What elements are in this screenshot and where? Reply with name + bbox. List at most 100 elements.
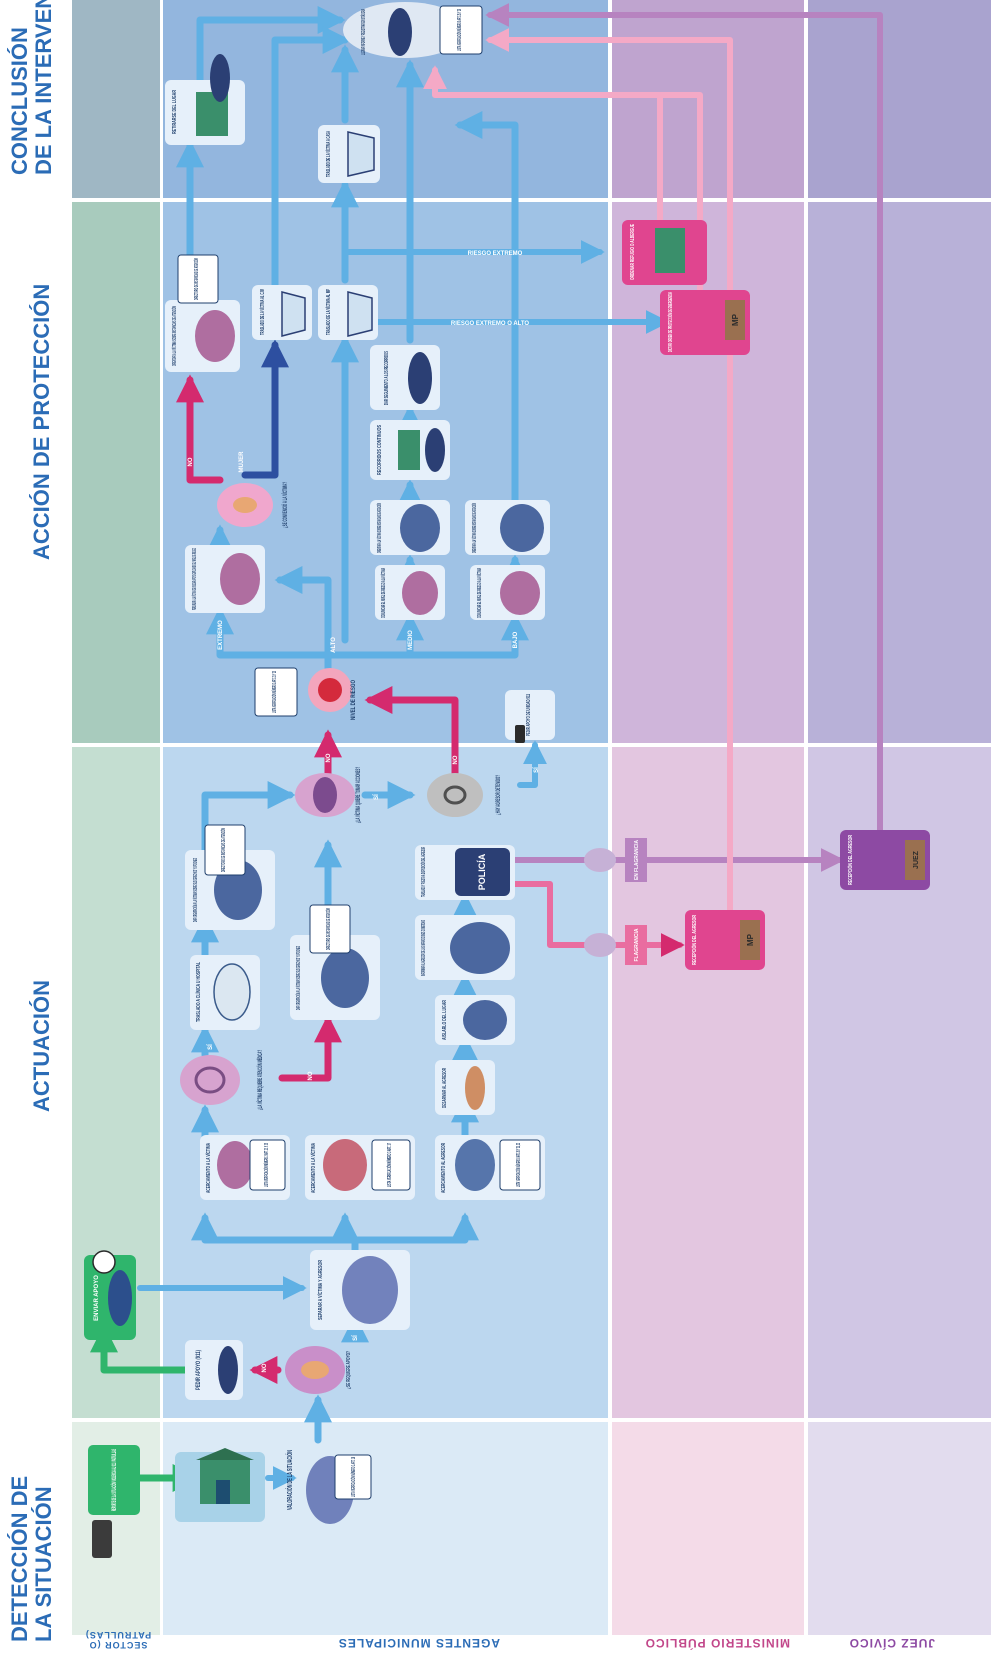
node-hay-riesgo-text: ¿SE REQUIERE APOYO? bbox=[346, 1351, 352, 1389]
node-persuadir-text: PERSUADIR A LA VÍCTIMA DE BUSCAR APOYO E… bbox=[190, 548, 198, 610]
node-directorio2-text: DIRECTORIO DE INSTANCIAS DE ATENCIÓN bbox=[324, 908, 332, 950]
node-recepcion-mp-text: RECEPCIÓN DEL AGRESOR bbox=[690, 915, 698, 965]
desk-icon bbox=[725, 300, 745, 340]
node-ordenar-refugio-text: ORDENAR REFUGIO O ALBERGUE bbox=[630, 224, 636, 280]
label-riesgo-extremo: RIESGO EXTREMO bbox=[468, 251, 523, 257]
node-aislarlo-text: AISLARLO DEL LUGAR bbox=[442, 1000, 448, 1040]
car-icon bbox=[347, 291, 373, 337]
label-no-apoyo: NO bbox=[262, 1363, 268, 1372]
node-quiere-acciones: ¿LA VÍCTIMA QUIERE TOMAR ACCIONES? SÍ NO bbox=[295, 753, 380, 823]
arrow-bajo-up bbox=[454, 111, 519, 504]
node-comunicar-medio: COMUNICAR EL NIVEL DE RIESGO A LA VÍCTIM… bbox=[375, 565, 445, 620]
mp-sign-1: MP bbox=[746, 933, 755, 946]
node-orientacion2: DAR ORIENTACIÓN A LA VÍCTIMA SOBRE SUS D… bbox=[290, 904, 380, 1020]
people-icon bbox=[455, 1139, 495, 1191]
node-informe: LLENAR INFORME Y REGISTRAR EN BITÁCORA L… bbox=[343, 2, 483, 58]
label-flagrancia2: FLAGRANCIA bbox=[634, 928, 640, 961]
knife-icon bbox=[465, 1066, 485, 1110]
node-casa bbox=[175, 1448, 265, 1522]
police-car-icon bbox=[455, 848, 510, 896]
node-desarmar-text: DESARMAR AL AGRESOR bbox=[442, 1068, 448, 1108]
node-traslado-agresor: TRASLADO Y PUESTA A DISPOSICIÓN DEL AGRE… bbox=[415, 845, 515, 900]
node-traslado-hospital: TRASLADO A CLÍNICA U HOSPITAL bbox=[190, 955, 260, 1030]
node-traslado-mp: TRASLADO DE LA VÍCTIMA AL MP bbox=[318, 285, 378, 340]
arrow-return-orden bbox=[423, 65, 703, 293]
node-traslado-casa-text: TRASLADO DE LA VÍCTIMA A CASA bbox=[324, 131, 332, 177]
node-lista1-text: LISTA VERIFICACIÓN NÚMERO 1 ART. 18 bbox=[349, 1457, 357, 1497]
lane-ministerio-text: MINISTERIO PÚBLICO bbox=[644, 1636, 790, 1650]
people-icon bbox=[321, 948, 369, 1008]
node-orientar-bajo: ORIENTAR A LA VÍCTIMA SOBRE INSTANCIAS D… bbox=[465, 500, 550, 555]
lane-label-agentes: AGENTES MUNICIPALES bbox=[338, 1636, 500, 1650]
node-persuadir: PERSUADIR A LA VÍCTIMA DE BUSCAR APOYO E… bbox=[185, 545, 265, 613]
arrow-conv-si bbox=[241, 339, 289, 479]
phase-title-accion-line1: ACCIÓN DE PROTECCIÓN bbox=[29, 283, 54, 560]
node-traslado-hospital-text: TRASLADO A CLÍNICA U HOSPITAL bbox=[194, 962, 202, 1022]
node-traslado-casa: TRASLADO DE LA VÍCTIMA A CASA bbox=[318, 125, 380, 183]
node-comunicar-medio-text: COMUNICAR EL NIVEL DE RIESGO A LA VÍCTIM… bbox=[379, 568, 387, 618]
node-orden-proteccion-text: DICTAR ORDEN DE PROTECCIÓN DE EMERGENCIA bbox=[666, 292, 674, 352]
phase-title-deteccion-line2: LA SITUACIÓN bbox=[31, 1486, 56, 1642]
node-ordenar-refugio: ORDENAR REFUGIO O ALBERGUE bbox=[622, 220, 707, 285]
node-recepcion-juez: RECEPCIÓN DEL AGRESOR JUEZ bbox=[840, 830, 930, 890]
people-icon bbox=[342, 1256, 398, 1324]
label-no-detenido: NO bbox=[453, 755, 459, 764]
phase-title-conclusion-line2: DE LA INTERVENCIÓN bbox=[31, 0, 56, 175]
arrow-return-mp bbox=[485, 27, 733, 923]
node-acercamiento1-text: ACERCAMIENTO A LA VÍCTIMA bbox=[204, 1143, 212, 1193]
node-agresor-detenido: ¿HAY AGRESOR DETENIDO? NO SÍ bbox=[427, 755, 540, 817]
node-pedir-apoyo: PEDIR APOYO (911) bbox=[185, 1340, 243, 1400]
node-comunicar-bajo: COMUNICAR EL NIVEL DE RIESGO A LA VÍCTIM… bbox=[470, 565, 545, 620]
node-valoracion: VALORACIÓN DE LA SITUACIÓN LISTA VERIFIC… bbox=[285, 1450, 372, 1524]
node-pedir-apoyo-text: PEDIR APOYO (911) bbox=[196, 1350, 202, 1390]
node-orientar-medio: ORIENTAR A LA VÍCTIMA SOBRE INSTANCIAS D… bbox=[370, 500, 450, 555]
node-enviar-apoyo-text: ENVIAR APOYO bbox=[94, 1275, 100, 1321]
node-directorio1-text: DIRECTORIO DE INSTANCIAS DE ATENCIÓN bbox=[219, 828, 227, 872]
clock-icon bbox=[92, 1250, 116, 1274]
node-orientar-medio-text: ORIENTAR A LA VÍCTIMA SOBRE INSTANCIAS D… bbox=[375, 503, 383, 553]
node-separar-text: SEPARAR A VÍCTIMA Y AGRESOR bbox=[316, 1260, 324, 1320]
label-si-medica: SÍ bbox=[206, 1044, 214, 1050]
node-lista3-text: LISTA VERIFICACIÓN NÚMERO 3 ART. 17 bbox=[385, 1143, 393, 1187]
flow-arrows bbox=[90, 2, 883, 1492]
node-decision-apoyo: ¿SE REQUIERE APOYO? SÍ NO bbox=[262, 1335, 359, 1394]
officer-icon bbox=[425, 428, 445, 472]
label-flagrancia1: EN FLAGRANCIA bbox=[634, 840, 640, 880]
handcuff-icon bbox=[443, 785, 467, 805]
node-requiere-medica: ¿LA VÍCTIMA REQUIERE ATENCIÓN MÉDICA? SÍ… bbox=[180, 1044, 314, 1110]
lane-label-ministerio: MINISTERIO PÚBLICO bbox=[645, 1636, 790, 1650]
arrow-retirar-informe bbox=[196, 6, 346, 84]
hand-icon bbox=[233, 497, 257, 513]
arrow-pedir-to-enviar bbox=[90, 1324, 192, 1374]
node-orden-proteccion: DICTAR ORDEN DE PROTECCIÓN DE EMERGENCIA… bbox=[660, 290, 750, 355]
node-aislarlo: AISLARLO DEL LUGAR bbox=[435, 995, 515, 1045]
lane-label-juez: JUEZ CÍVICO bbox=[849, 1636, 935, 1650]
police-label: POLICÍA bbox=[477, 853, 487, 890]
node-pedir-apoyo-911-text: PEDIR APOYO DE UNIDAD 911 bbox=[526, 694, 532, 736]
node-directorio3-text: DIRECTORIO DE INSTANCIAS DE ATENCIÓN bbox=[192, 258, 200, 300]
people-icon bbox=[323, 1139, 367, 1191]
label-mujer: MUJER bbox=[239, 451, 245, 473]
node-traslado-cjm-text: TRASLADO DE LA VÍCTIMA AL CJM bbox=[258, 289, 266, 335]
officer-icon bbox=[388, 8, 412, 56]
arrow-no-medica bbox=[278, 1014, 342, 1082]
arrow-detenido-nivel bbox=[364, 686, 459, 784]
flow-nodes: REPORTE DE LA SITUACIÓN VIOLENCIA AL 911… bbox=[84, 2, 930, 1558]
node-orientar-neg-text: ORIENTAR A LA VÍCTIMA SOBRE INSTANCIAS D… bbox=[170, 306, 178, 366]
label-no-conv: NO bbox=[188, 457, 194, 466]
node-retirarse: RETIRARSE DEL LUGAR bbox=[165, 54, 245, 145]
stethoscope-icon bbox=[194, 1066, 226, 1094]
car-icon bbox=[281, 291, 306, 337]
label-si-detenido: SÍ bbox=[532, 767, 540, 773]
node-flagrancia: FLAGRANCIA EN FLAGRANCIA bbox=[584, 838, 647, 965]
mp-sign-2: MP bbox=[731, 313, 740, 326]
officer-icon bbox=[218, 1346, 238, 1394]
node-desarmar: DESARMAR AL AGRESOR bbox=[435, 1060, 495, 1115]
desk-icon bbox=[740, 920, 760, 960]
lane-juez-text: JUEZ CÍVICO bbox=[848, 1636, 935, 1650]
people-icon bbox=[220, 553, 260, 605]
car-icon bbox=[347, 131, 375, 177]
